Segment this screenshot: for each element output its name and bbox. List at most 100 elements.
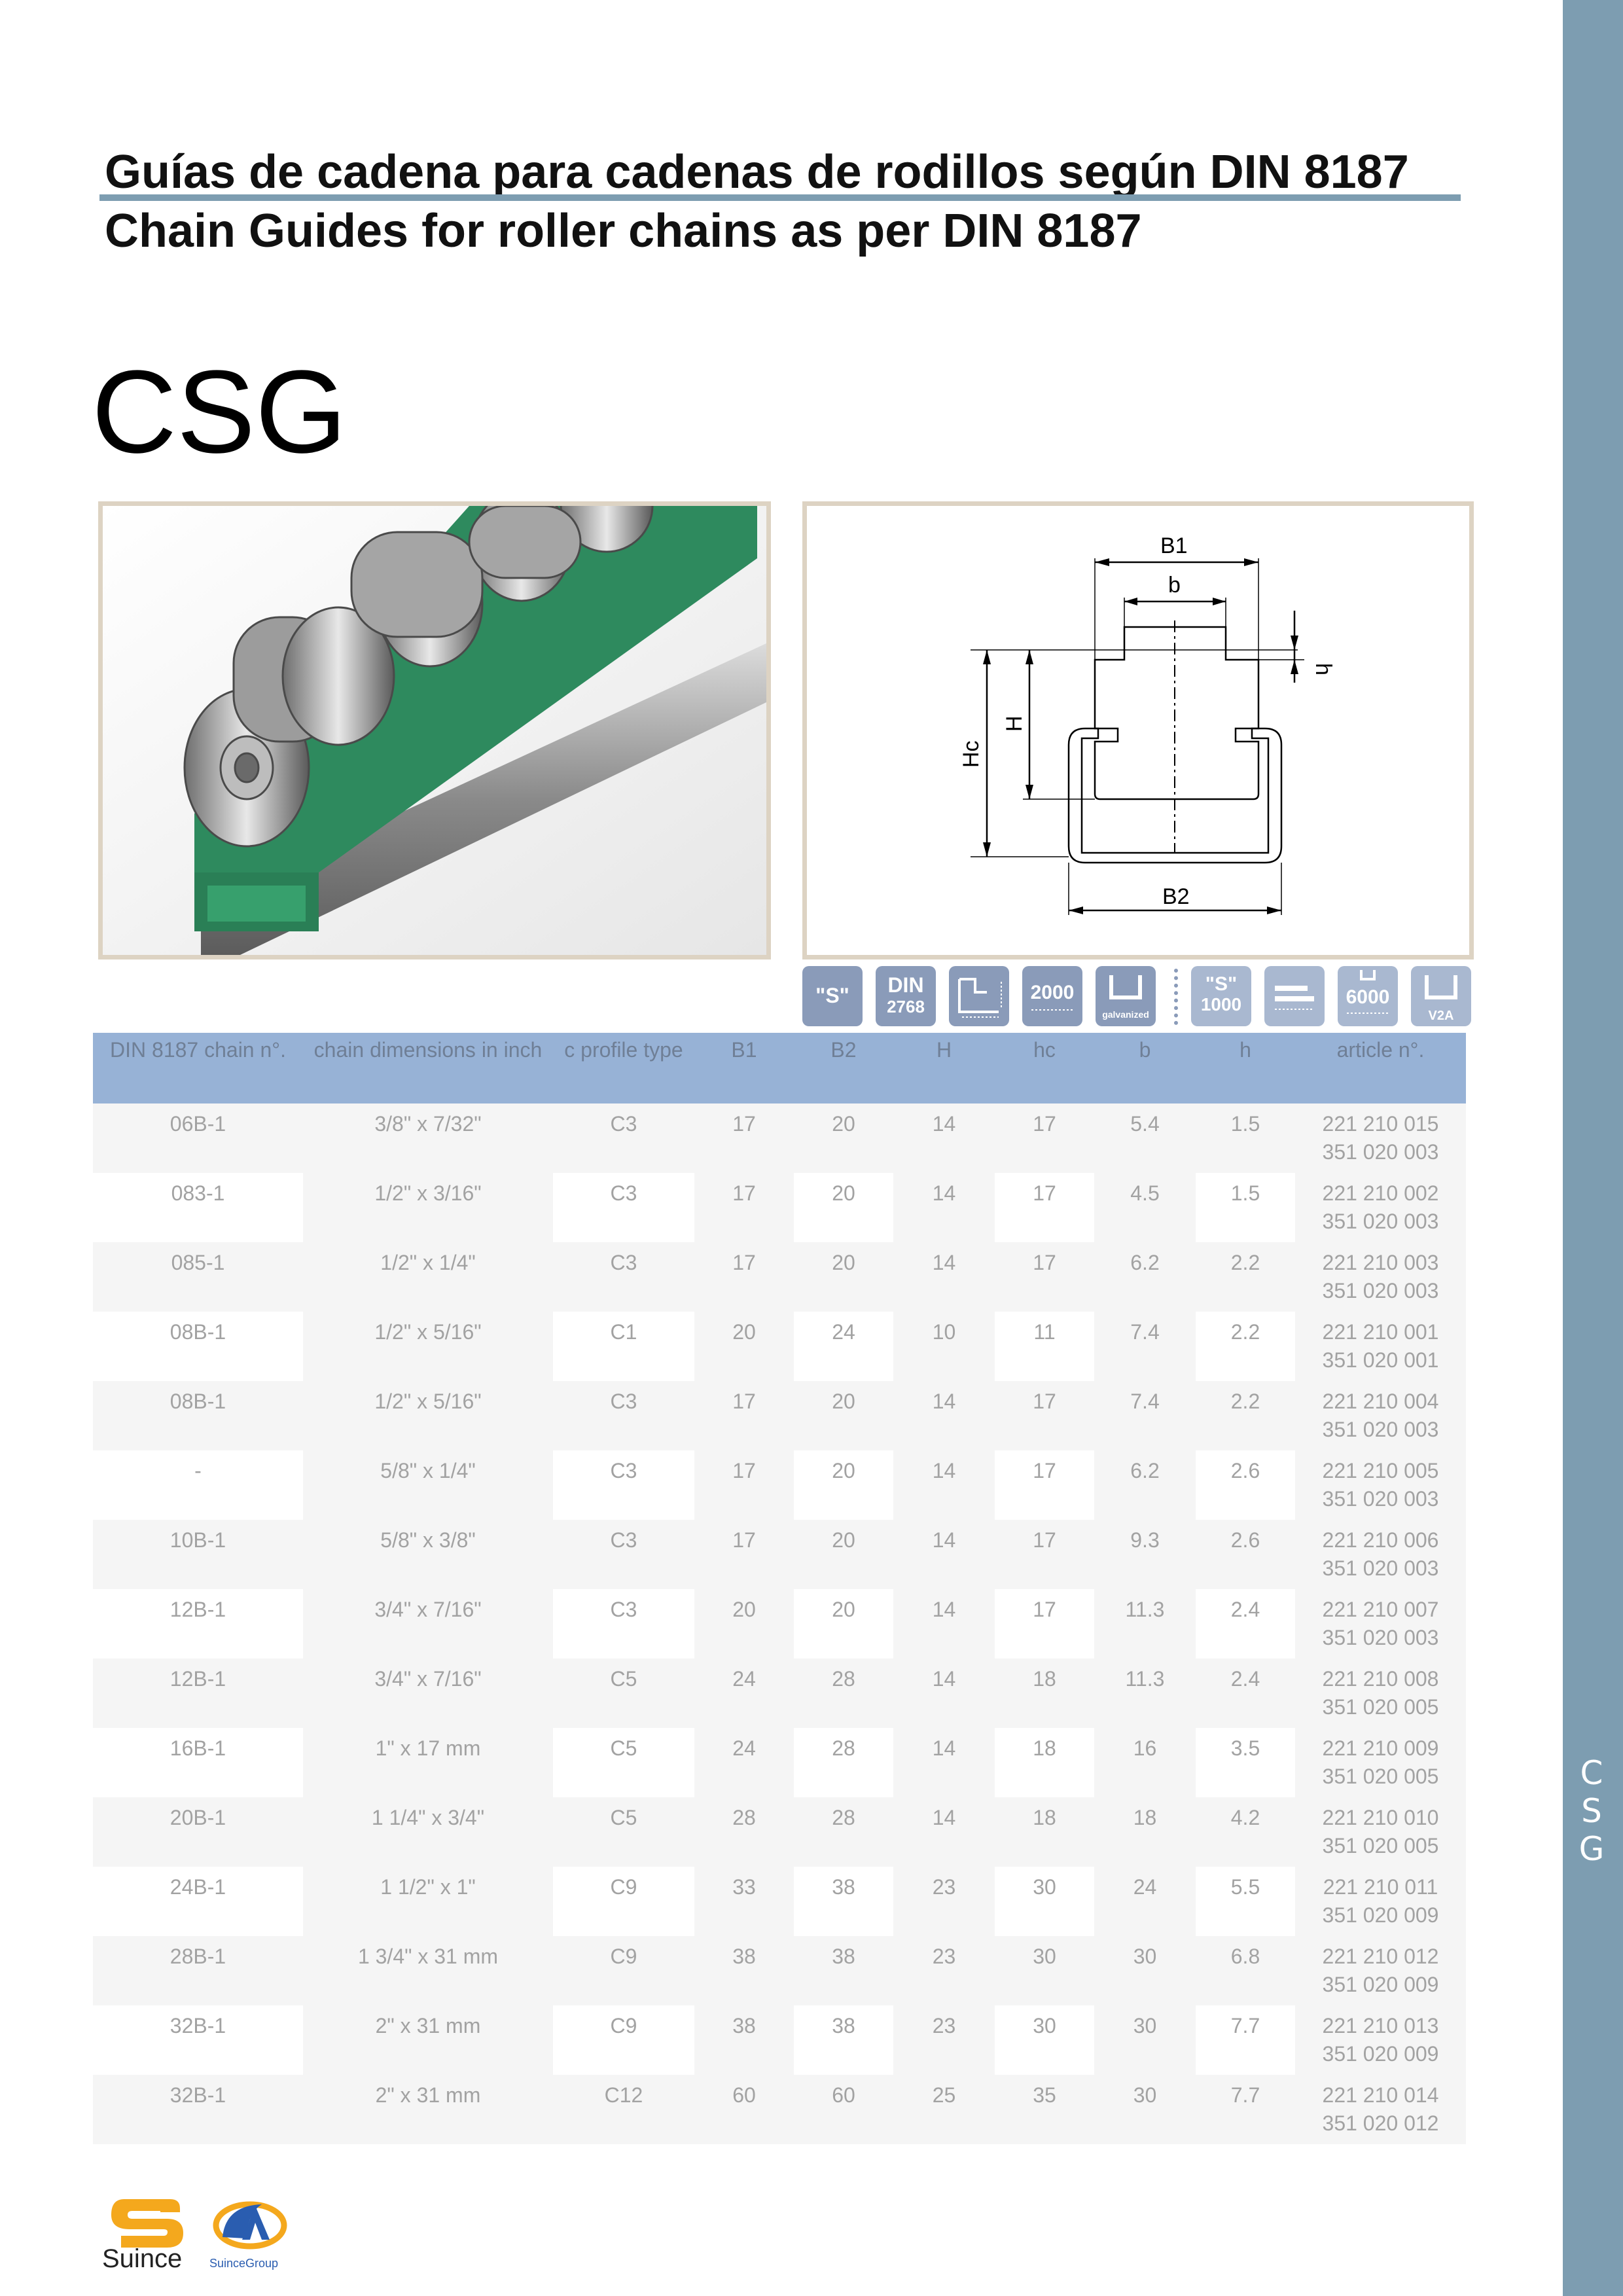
cell-h: 2.4 <box>1196 1659 1295 1728</box>
cell-hc: 17 <box>995 1589 1094 1659</box>
roller-chain <box>183 506 654 848</box>
sidebar-letter: G <box>1578 1830 1607 1868</box>
product-photo-frame <box>98 501 771 960</box>
dim-label-Hc: Hc <box>959 740 984 768</box>
cell-profile: C9 <box>553 2005 694 2075</box>
cell-B2: 60 <box>794 2075 893 2144</box>
cell-B1: 60 <box>694 2075 794 2144</box>
cell-H: 14 <box>893 1797 995 1867</box>
guide-profile-outline <box>1094 626 1260 800</box>
article-number: 221 210 001 <box>1322 1320 1439 1344</box>
cell-b: 30 <box>1094 2005 1196 2075</box>
article-number: 351 020 003 <box>1322 1140 1439 1164</box>
table-row: 32B-1 2" x 31 mm C12 60 60 25 35 30 7.7 … <box>93 2075 1466 2144</box>
cell-chain: 10B-1 <box>93 1520 303 1589</box>
cell-profile: C9 <box>553 1867 694 1936</box>
cell-b: 30 <box>1094 2075 1196 2144</box>
cell-chain: 085-1 <box>93 1242 303 1312</box>
article-number: 221 210 012 <box>1322 1945 1439 1968</box>
cell-H: 23 <box>893 1867 995 1936</box>
sidebar-letter: C <box>1580 1754 1606 1792</box>
cell-dims: 3/8" x 7/32" <box>303 1103 553 1173</box>
article-number: 221 210 010 <box>1322 1806 1439 1829</box>
flat-profile-icon <box>1264 966 1325 1026</box>
cell-chain: 083-1 <box>93 1173 303 1242</box>
table-row: 06B-1 3/8" x 7/32" C3 17 20 14 17 5.4 1.… <box>93 1103 1466 1173</box>
cell-h: 3.5 <box>1196 1728 1295 1797</box>
product-code: CSG <box>92 346 348 478</box>
din-2768-icon: DIN 2768 <box>876 966 936 1026</box>
cell-chain: - <box>93 1450 303 1520</box>
sidebar-band: C S G <box>1563 0 1623 2296</box>
article-number: 351 020 009 <box>1322 1903 1439 1927</box>
cell-h: 2.4 <box>1196 1589 1295 1659</box>
article-number: 221 210 008 <box>1322 1667 1439 1691</box>
cell-B2: 24 <box>794 1312 893 1381</box>
cell-hc: 11 <box>995 1312 1094 1381</box>
title-spanish: Guías de cadena para cadenas de rodillos… <box>105 146 1409 198</box>
cell-dims: 1/2" x 5/16" <box>303 1381 553 1450</box>
cell-profile: C3 <box>553 1381 694 1450</box>
cell-hc: 18 <box>995 1797 1094 1867</box>
article-number: 351 020 003 <box>1322 1556 1439 1580</box>
table-row: 24B-1 1 1/2" x 1" C9 33 38 23 30 24 5.5 … <box>93 1867 1466 1936</box>
table-header-row: DIN 8187 chain n°. chain dimensions in i… <box>93 1033 1466 1103</box>
dim-label-B1: B1 <box>1160 533 1188 558</box>
article-number: 351 020 012 <box>1322 2111 1439 2135</box>
cell-chain: 24B-1 <box>93 1867 303 1936</box>
profile-cross-section: B1 b B2 Hc H h <box>959 533 1336 915</box>
cell-chain: 08B-1 <box>93 1312 303 1381</box>
cell-h: 7.7 <box>1196 2005 1295 2075</box>
feature-icon-strip: "S" DIN 2768 2000 galvanized "S" 1000 60… <box>801 966 1475 1028</box>
length-6000-icon: 6000 <box>1338 966 1398 1026</box>
cell-B1: 17 <box>694 1173 794 1242</box>
cell-hc: 30 <box>995 2005 1094 2075</box>
article-number: 221 210 009 <box>1322 1736 1439 1760</box>
icon-divider <box>1174 969 1179 1025</box>
col-header-dims: chain dimensions in inch <box>303 1033 553 1103</box>
cell-dims: 1 3/4" x 31 mm <box>303 1936 553 2005</box>
cell-B2: 20 <box>794 1242 893 1312</box>
cell-hc: 17 <box>995 1103 1094 1173</box>
cell-hc: 30 <box>995 1867 1094 1936</box>
cell-dims: 5/8" x 3/8" <box>303 1520 553 1589</box>
cell-dims: 3/4" x 7/16" <box>303 1589 553 1659</box>
cell-B1: 33 <box>694 1867 794 1936</box>
cell-hc: 17 <box>995 1381 1094 1450</box>
cell-profile: C3 <box>553 1103 694 1173</box>
cell-dims: 1" x 17 mm <box>303 1728 553 1797</box>
cell-b: 7.4 <box>1094 1312 1196 1381</box>
article-number: 351 020 003 <box>1322 1487 1439 1511</box>
cell-H: 14 <box>893 1173 995 1242</box>
cell-hc: 17 <box>995 1450 1094 1520</box>
cell-chain: 12B-1 <box>93 1659 303 1728</box>
cell-b: 7.4 <box>1094 1381 1196 1450</box>
cell-b: 30 <box>1094 1936 1196 2005</box>
table-row: 28B-1 1 3/4" x 31 mm C9 38 38 23 30 30 6… <box>93 1936 1466 2005</box>
article-number: 221 210 015 <box>1322 1112 1439 1136</box>
cell-H: 23 <box>893 2005 995 2075</box>
spec-table: DIN 8187 chain n°. chain dimensions in i… <box>93 1033 1466 2144</box>
table-row: 32B-1 2" x 31 mm C9 38 38 23 30 30 7.7 2… <box>93 2005 1466 2075</box>
cell-profile: C12 <box>553 2075 694 2144</box>
cell-profile: C5 <box>553 1659 694 1728</box>
cell-profile: C3 <box>553 1173 694 1242</box>
cell-B1: 38 <box>694 2005 794 2075</box>
cell-B2: 28 <box>794 1728 893 1797</box>
article-number: 351 020 003 <box>1322 1626 1439 1649</box>
cell-H: 10 <box>893 1312 995 1381</box>
article-number: 221 210 004 <box>1322 1390 1439 1413</box>
cell-B1: 20 <box>694 1589 794 1659</box>
col-header-article: article n°. <box>1295 1033 1466 1103</box>
cell-B2: 20 <box>794 1450 893 1520</box>
cell-chain: 16B-1 <box>93 1728 303 1797</box>
col-header-B2: B2 <box>794 1033 893 1103</box>
cell-B1: 17 <box>694 1103 794 1173</box>
article-number: 351 020 001 <box>1322 1348 1439 1372</box>
